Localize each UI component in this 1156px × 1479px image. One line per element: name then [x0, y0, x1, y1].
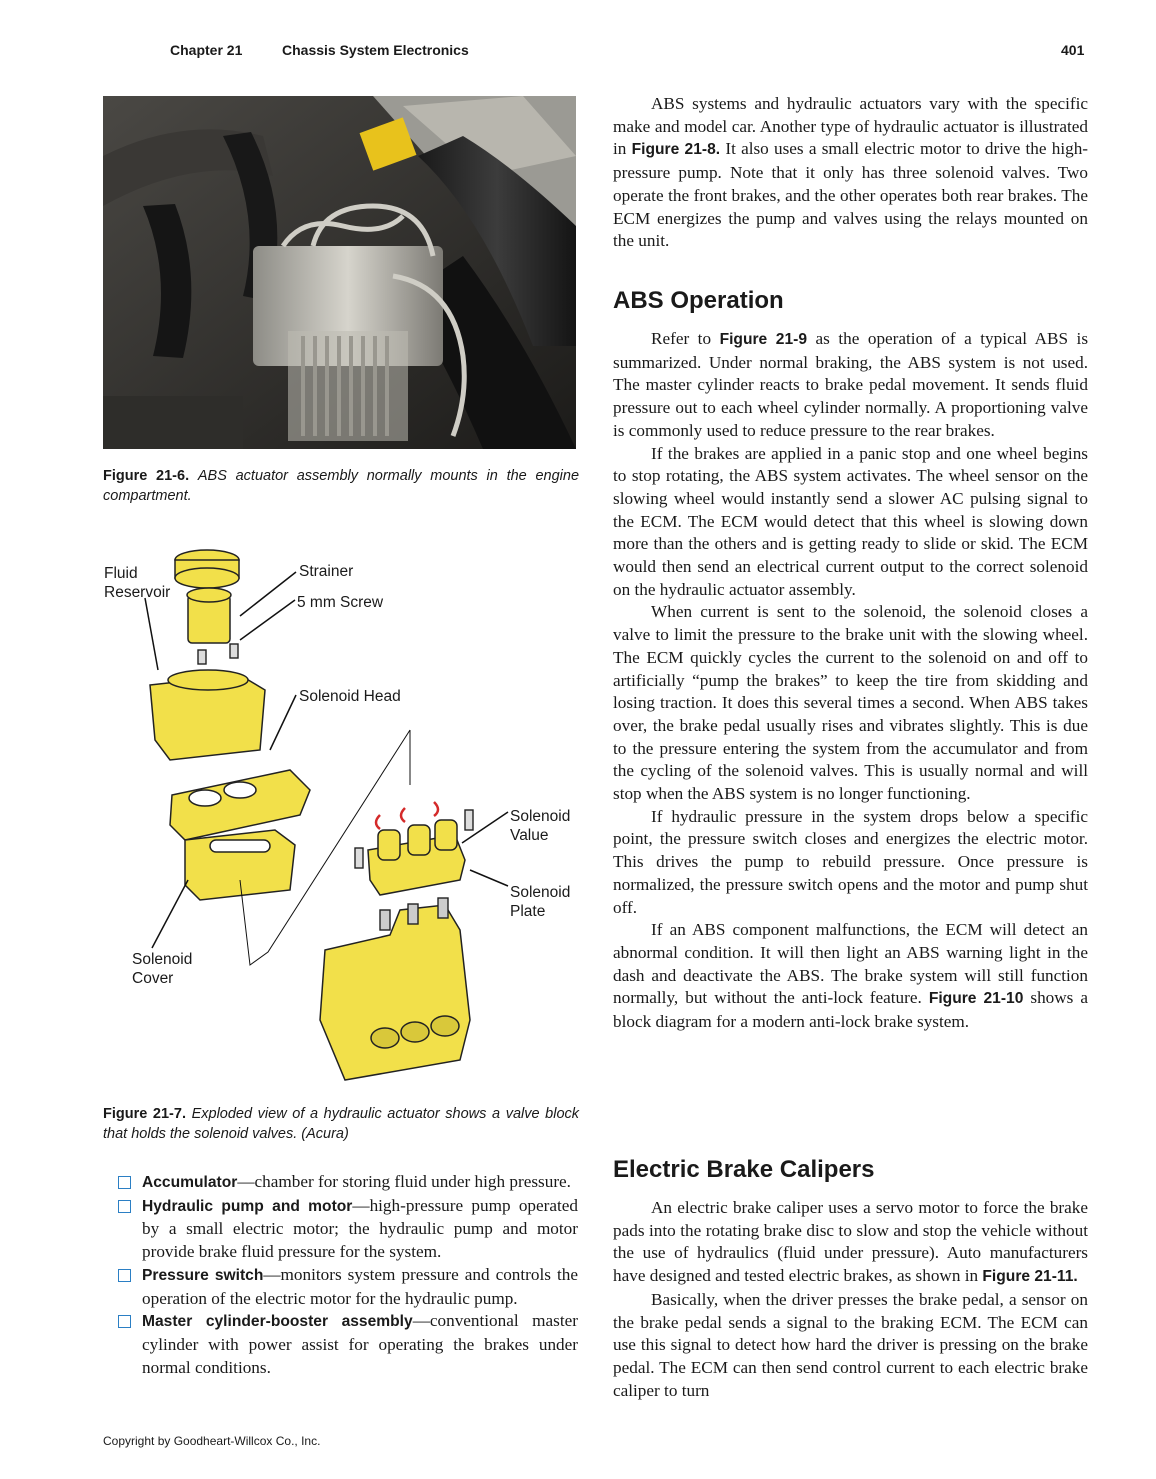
checkbox-bullet-icon [118, 1199, 131, 1213]
page-number: 401 [1061, 42, 1085, 58]
text: If an ABS component malfunctions, the EC… [613, 920, 1088, 1008]
figure-21-6-caption: Figure 21-6. ABS actuator assembly norma… [103, 466, 579, 506]
chapter-title: Chassis System Electronics [282, 42, 469, 58]
electric-brake-calipers-section: An electric brake caliper uses a servo m… [613, 1197, 1088, 1402]
term: Master cylinder-booster assembly [142, 1313, 413, 1331]
paragraph: If hydraulic pressure in the system drop… [613, 806, 1088, 917]
paragraph: Basically, when the driver presses the b… [613, 1289, 1088, 1400]
heading-abs-operation: ABS Operation [613, 287, 784, 314]
text: shows a block diagram for a modern anti-… [613, 988, 1088, 1032]
figure-reference: Figure 21-10 [928, 990, 1024, 1008]
paragraph: ABS systems and hydraulic actuators vary… [613, 93, 1088, 253]
list-item: Accumulator—chamber for storing fluid un… [118, 1171, 578, 1195]
copyright-footer: Copyright by Goodheart-Willcox Co., Inc. [103, 1434, 321, 1448]
abs-actuator-photo [103, 96, 576, 449]
definition: —high-pressure pump operated by a small … [142, 1195, 578, 1262]
label-solenoid-head: Solenoid Head [299, 688, 401, 705]
figure-caption-text: ABS actuator assembly normally mounts in… [103, 468, 580, 504]
figure-reference: Figure 21-8. [631, 141, 721, 159]
component-list: Accumulator—chamber for storing fluid un… [118, 1171, 578, 1379]
list-item: Master cylinder-booster assembly—convent… [118, 1310, 578, 1379]
figure-label: Figure 21-7. [103, 1106, 186, 1122]
checkbox-bullet-icon [118, 1176, 131, 1189]
abs-operation-section: Refer to Figure 21-9 as the operation of… [613, 328, 1088, 1034]
text: An electric brake caliper uses a servo m… [613, 1198, 1088, 1286]
text: ABS systems and hydraulic actuators vary… [613, 94, 1088, 159]
label-strainer: Strainer [299, 563, 354, 580]
paragraph: Refer to Figure 21-9 as the operation of… [613, 328, 1088, 443]
label-solenoid-value: Solenoid Value [510, 808, 571, 844]
figure-21-7-caption: Figure 21-7. Exploded view of a hydrauli… [103, 1104, 579, 1144]
heading-electric-brake-calipers: Electric Brake Calipers [613, 1156, 875, 1183]
paragraph: An electric brake caliper uses a servo m… [613, 1197, 1088, 1289]
figure-reference: Figure 21-11. [982, 1268, 1078, 1286]
paragraph: If an ABS component malfunctions, the EC… [613, 919, 1088, 1034]
chapter-number: Chapter 21 [170, 42, 243, 58]
figure-caption-text: Exploded view of a hydraulic actuator sh… [103, 1106, 580, 1142]
figure-reference: Figure 21-9 [719, 331, 807, 348]
list-item: Hydraulic pump and motor—high-pressure p… [118, 1195, 578, 1264]
term: Accumulator [142, 1174, 238, 1191]
term: Pressure switch [142, 1266, 264, 1284]
definition: —monitors system pressure and controls t… [142, 1264, 578, 1308]
list-item: Pressure switch—monitors system pressure… [118, 1264, 578, 1310]
text: Refer to [651, 329, 720, 348]
exploded-hydraulic-actuator-diagram: Fluid Reservoir Strainer 5 mm Screw Sole… [100, 540, 580, 1100]
label-5mm-screw: 5 mm Screw [297, 594, 384, 611]
intro-section: ABS systems and hydraulic actuators vary… [613, 93, 1088, 253]
figure-label: Figure 21-6. [103, 468, 190, 484]
term: Hydraulic pump and motor [142, 1197, 353, 1215]
definition: —conventional master cylinder with power… [142, 1311, 578, 1377]
paragraph: When current is sent to the solenoid, th… [613, 602, 1088, 804]
text: It also uses a small electric motor to d… [613, 139, 1089, 251]
definition: —chamber for storing fluid under high pr… [237, 1172, 571, 1191]
paragraph: If the brakes are applied in a panic sto… [613, 443, 1088, 599]
label-fluid-reservoir: Fluid Reservoir [104, 565, 171, 601]
checkbox-bullet-icon [118, 1268, 131, 1282]
label-solenoid-plate: Solenoid Plate [510, 884, 571, 920]
text: as the operation of a typical ABS is sum… [613, 329, 1089, 440]
label-solenoid-cover: Solenoid Cover [132, 951, 193, 987]
checkbox-bullet-icon [118, 1315, 131, 1329]
